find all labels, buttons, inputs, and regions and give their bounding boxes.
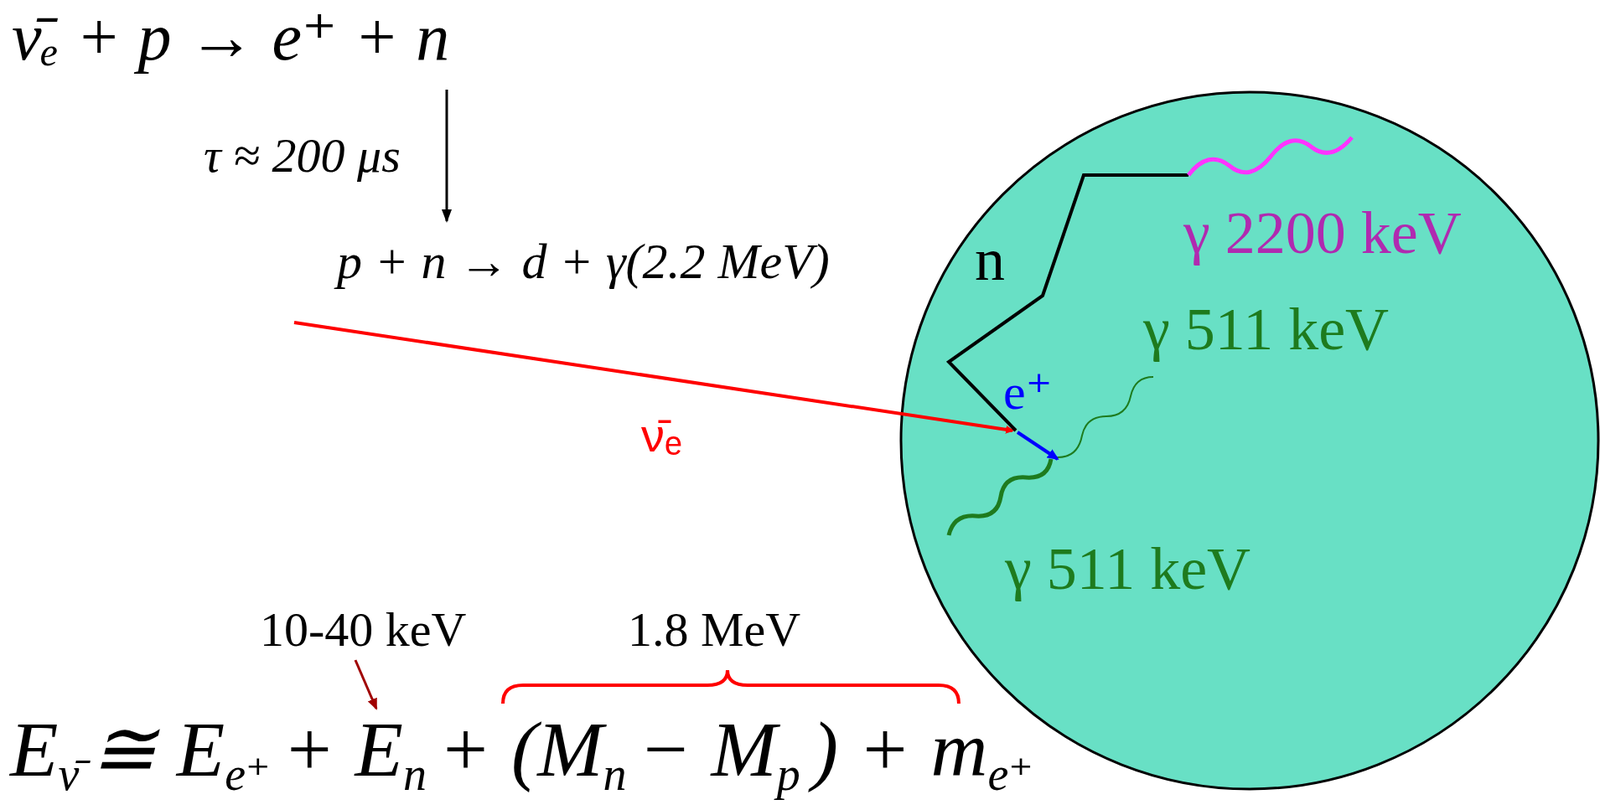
equation-subscript: e⁺ (224, 748, 270, 801)
circle-outline (899, 90, 1600, 792)
neutrino-label: ν̄ₑ (641, 412, 683, 460)
equation-subscript: p (776, 748, 801, 801)
equation-term: − M (638, 705, 777, 793)
equation-subscript: n (603, 748, 627, 801)
reaction-equation: ν̄ₑ + p → e⁺ + n (11, 3, 450, 71)
particle-label: e⁺ (1003, 367, 1052, 418)
particle-label: n (974, 229, 1005, 290)
neutrino-track (294, 322, 1013, 431)
equation-term: + (M (438, 705, 604, 793)
lifetime-label: τ ≈ 200 μs (203, 131, 401, 181)
gamma-wave (948, 459, 1052, 536)
capture-equation: p + n → d + γ(2.2 MeV) (336, 236, 830, 287)
gamma-wave (1188, 137, 1352, 176)
pointer-arrow (355, 660, 377, 710)
gamma-label: γ 511 keV (1004, 538, 1251, 600)
gamma-wave (1057, 377, 1154, 458)
detector-circle: γ 2200 keV n γ 511 keV e⁺ γ 511 keV (899, 90, 1600, 792)
energy-note: 1.8 MeV (627, 605, 801, 655)
equation-term: E (10, 705, 58, 793)
energy-equation: Eν̄≅ Ee⁺+ En+ (Mn− Mp) + me⁺ (10, 709, 1046, 798)
positron-track (1017, 432, 1058, 460)
neutron-path (948, 175, 1189, 431)
equation-subscript: n (403, 748, 427, 801)
equation-term: ≅ E (90, 705, 225, 793)
energy-note: 10-40 keV (259, 605, 467, 655)
equation-term: + E (282, 705, 404, 793)
decay-arrow (445, 89, 449, 222)
gamma-label: γ 511 keV (1143, 299, 1389, 360)
equation-term: ) + m (812, 705, 989, 793)
equation-subscript: e⁺ (987, 748, 1033, 801)
gamma-label: γ 2200 keV (1183, 202, 1462, 264)
brace (502, 670, 959, 705)
equation-subscript: ν̄ (57, 748, 79, 801)
